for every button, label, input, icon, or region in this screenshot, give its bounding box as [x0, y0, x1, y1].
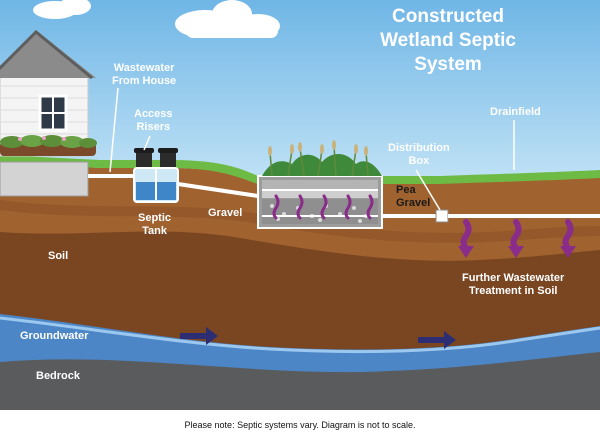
label-gravel: Gravel	[208, 207, 243, 219]
label-soil: Soil	[48, 250, 69, 262]
bedrock-layer	[0, 350, 600, 410]
label-access-risers-line-1: Access	[134, 108, 173, 120]
wetland-cell	[257, 140, 383, 229]
cloud-center	[175, 0, 280, 38]
label-septic-tank: Septic Tank	[138, 212, 171, 238]
title-line-2: Wetland Septic	[380, 30, 516, 51]
pea-gravel-layer	[262, 190, 378, 198]
septic-tank	[133, 167, 179, 203]
shrubs	[0, 135, 97, 156]
drainfield-arrows	[460, 219, 574, 251]
label-distribution-box: Distribution Box	[388, 142, 450, 168]
access-riser-left	[136, 150, 152, 170]
title-line-3: System	[414, 54, 482, 75]
label-wastewater-line-1: Wastewater	[113, 62, 175, 74]
label-wastewater-line-2: From House	[112, 75, 177, 87]
label-further-treatment: Further Wastewater Treatment in Soil	[462, 272, 564, 298]
leader-lines	[109, 87, 515, 211]
house-foundation	[0, 161, 89, 197]
wetland-flow-arrows	[272, 194, 374, 220]
label-access-risers: Access Risers	[134, 108, 173, 134]
label-pea-gravel: Pea Gravel	[396, 184, 430, 210]
cloud-left	[33, 0, 91, 19]
label-wastewater-from-house: Wastewater From House	[112, 62, 176, 88]
label-distribution-box-line-1: Distribution	[388, 142, 450, 154]
label-bedrock: Bedrock	[36, 370, 81, 382]
label-distribution-box-line-2: Box	[408, 155, 430, 167]
label-septic-tank-line-2: Tank	[142, 225, 167, 237]
label-septic-tank-line-1: Septic	[138, 212, 172, 224]
title-line-1: Constructed	[392, 6, 504, 27]
label-pea-gravel-line-2: Gravel	[396, 197, 431, 209]
label-further-treatment-line-2: Treatment in Soil	[468, 285, 558, 297]
groundwater-layer	[0, 312, 600, 373]
groundwater-highlight	[0, 316, 600, 354]
distribution-box	[435, 209, 449, 223]
label-pea-gravel-line-1: Pea	[396, 184, 416, 196]
label-further-treatment-line-1: Further Wastewater	[462, 272, 565, 284]
label-access-risers-line-2: Risers	[136, 121, 171, 133]
wetland-plants	[262, 153, 382, 176]
label-drainfield: Drainfield	[490, 106, 541, 118]
drainfield-arrowheads	[458, 246, 576, 258]
groundwater-flow-arrows	[180, 327, 456, 349]
footnote: Please note: Septic systems vary. Diagra…	[184, 420, 416, 430]
label-groundwater: Groundwater	[20, 330, 89, 342]
access-riser-right	[160, 150, 176, 170]
septic-system-diagram	[0, 0, 600, 410]
tank-to-wetland-pipe	[177, 182, 259, 198]
